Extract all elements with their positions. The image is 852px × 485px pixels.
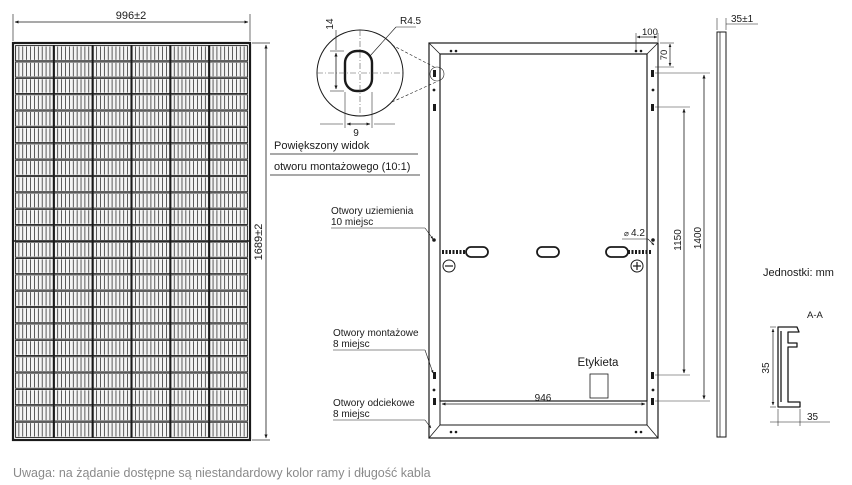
units-label: Jednostki: mm	[763, 267, 834, 279]
section-view: A-A 35 35	[761, 310, 830, 426]
section-width-dim: 35	[807, 412, 819, 423]
detail-width-label: 9	[353, 128, 359, 139]
label-box	[589, 373, 609, 399]
ground-hole-dia: 4.2	[631, 228, 645, 239]
front-view: 996±2 1689±2	[11, 10, 270, 442]
top-offset-dim: 100	[642, 27, 658, 38]
junction-slot-right	[605, 246, 629, 258]
side-thickness-dim: 35±1	[731, 14, 754, 25]
frame-section-profile	[777, 326, 801, 408]
callout-mounting-line2: 8 miejsc	[333, 339, 370, 350]
side-view: 35±1	[716, 14, 758, 438]
detail-height-label: 14	[325, 18, 336, 30]
back-frame-inner	[439, 53, 648, 402]
callout-grounding-line1: Otwory uziemienia	[331, 206, 414, 217]
junction-slot-center	[536, 246, 560, 258]
ground-hole-dia-prefix: ⌀	[624, 229, 629, 238]
callout-grounding-line2: 10 miejsc	[331, 217, 373, 228]
frame-holes	[432, 49, 655, 434]
front-cell-grid	[15, 45, 248, 438]
callout-mounting-line1: Otwory montażowe	[333, 328, 419, 339]
callout-drainage-line1: Otwory odciekowe	[333, 398, 415, 409]
back-view: ⌀ 4.2 Etykieta 946 100 70 1150 1400 Otwo…	[331, 27, 710, 439]
callout-drainage-line2: 8 miejsc	[333, 409, 370, 420]
side-profile	[716, 31, 727, 438]
hole-spacing-outer-dim: 1400	[693, 226, 704, 249]
footnote: Uwaga: na żądanie dostępne są niestandar…	[13, 466, 431, 480]
detail-title-line1: Powiększony widok	[274, 140, 370, 152]
negative-terminal-icon	[442, 259, 456, 273]
detail-radius-label: R4.5	[400, 16, 422, 27]
front-width-dim: 996±2	[116, 10, 147, 22]
detail-title-line2: otworu montażowego (10:1)	[274, 161, 410, 173]
front-height-dim: 1689±2	[253, 224, 265, 261]
mounting-hole-slot	[343, 49, 374, 93]
hole-spacing-inner-dim: 1150	[673, 229, 684, 251]
bottom-width-dim: 946	[535, 393, 552, 404]
section-label: A-A	[807, 310, 824, 321]
junction-slot-left	[465, 246, 489, 258]
top-side-dim: 70	[659, 50, 670, 61]
positive-terminal-icon	[630, 259, 644, 273]
back-frame-outer	[428, 42, 659, 439]
label-box-text: Etykieta	[578, 357, 620, 369]
detail-view: 14 R4.5 9 Powiększony widok otworu monta…	[270, 16, 445, 176]
section-height-dim: 35	[761, 362, 772, 374]
